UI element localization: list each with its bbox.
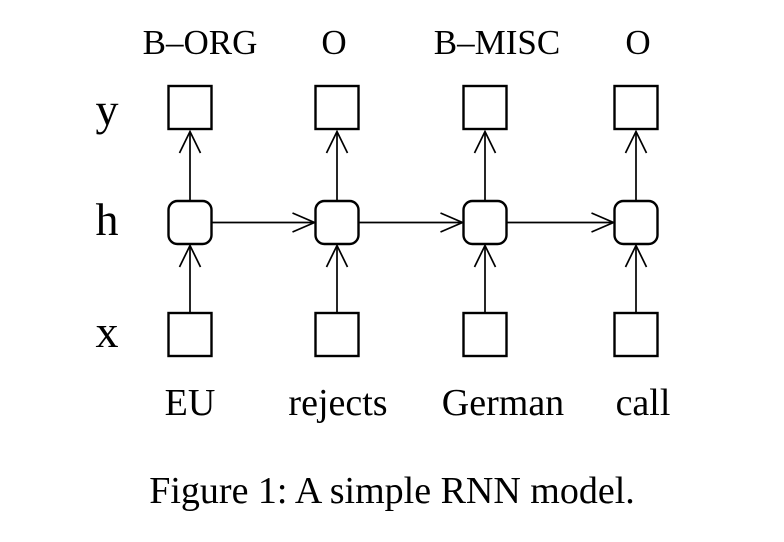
- layer-label-y: y: [95, 83, 119, 135]
- output-tag-2: O: [321, 23, 347, 62]
- input-word-1: EU: [164, 382, 216, 424]
- h-box-t3: [462, 199, 508, 246]
- y-box-t1: [167, 84, 213, 131]
- arrow-x3-h3: [473, 243, 497, 313]
- x-box-t3: [462, 311, 508, 358]
- arrow-h2-y2: [325, 129, 349, 201]
- arrow-h3-h4: [506, 212, 616, 233]
- y-box-t3: [462, 84, 508, 131]
- x-box-t2: [314, 311, 360, 358]
- arrow-h1-y1: [178, 129, 202, 201]
- output-tag-1: B–ORG: [142, 23, 258, 62]
- figure-caption: Figure 1: A simple RNN model.: [149, 470, 635, 512]
- arrow-h4-y4: [624, 129, 648, 201]
- arrow-h3-y3: [473, 129, 497, 201]
- h-box-t2: [314, 199, 360, 246]
- layer-label-h: h: [95, 193, 119, 245]
- h-box-t4: [613, 199, 659, 246]
- arrow-h1-h2: [211, 212, 317, 233]
- arrow-x4-h4: [624, 243, 648, 313]
- x-box-t1: [167, 311, 213, 358]
- y-box-t2: [314, 84, 360, 131]
- input-word-4: call: [615, 382, 671, 424]
- input-word-2: rejects: [288, 382, 388, 424]
- arrow-h2-h3: [358, 212, 465, 233]
- input-word-3: German: [441, 382, 565, 424]
- arrow-x2-h2: [325, 243, 349, 313]
- h-box-t1: [167, 199, 213, 246]
- layer-label-x: x: [95, 305, 119, 357]
- x-box-t4: [613, 311, 659, 358]
- arrow-x1-h1: [178, 243, 202, 313]
- output-tag-3: B–MISC: [433, 23, 561, 62]
- output-tag-4: O: [625, 23, 651, 62]
- y-box-t4: [613, 84, 659, 131]
